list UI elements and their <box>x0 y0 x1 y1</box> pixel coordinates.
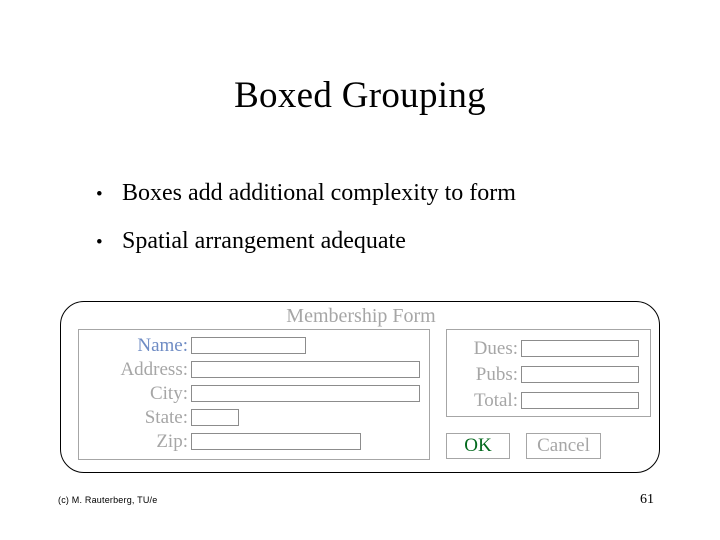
field-row-dues: Dues: <box>447 335 652 361</box>
list-item: • Spatial arrangement adequate <box>96 218 696 266</box>
ok-button[interactable]: OK <box>446 433 510 459</box>
bullet-icon: • <box>96 232 103 253</box>
state-input[interactable] <box>191 409 239 426</box>
field-row-city: City: <box>79 382 431 405</box>
field-row-state: State: <box>79 406 431 429</box>
bullet-list: • Boxes add additional complexity to for… <box>96 170 696 266</box>
list-item-label: Boxes add additional complexity to form <box>122 180 516 206</box>
city-input[interactable] <box>191 385 420 402</box>
bullet-icon: • <box>96 184 103 205</box>
city-label: City: <box>149 383 188 404</box>
zip-label: Zip: <box>156 431 188 452</box>
zip-input[interactable] <box>191 433 361 450</box>
form-caption: Membership Form <box>286 305 436 327</box>
list-item: • Boxes add additional complexity to for… <box>96 170 696 218</box>
state-label: State: <box>144 407 188 428</box>
pubs-input[interactable] <box>521 365 639 383</box>
cancel-button[interactable]: Cancel <box>526 433 601 459</box>
field-row-total: Total: <box>447 387 652 413</box>
address-field-group: Name: Address: City: State: Zip: <box>79 333 431 453</box>
footer-credit: (c) M. Rauterberg, TU/e <box>58 495 158 505</box>
dues-input[interactable] <box>521 339 639 357</box>
payment-field-group: Dues: Pubs: Total: <box>447 335 652 413</box>
right-grouping-box: Dues: Pubs: Total: <box>446 329 651 417</box>
name-label: Name: <box>137 335 188 356</box>
total-label: Total: <box>473 389 518 411</box>
page-number: 61 <box>640 492 654 507</box>
list-item-label: Spatial arrangement adequate <box>122 228 406 254</box>
field-row-name: Name: <box>79 334 431 357</box>
membership-form-container: Membership Form Name: Address: City: Sta… <box>60 301 660 473</box>
address-label: Address: <box>120 359 188 380</box>
field-row-zip: Zip: <box>79 430 431 453</box>
field-row-pubs: Pubs: <box>447 361 652 387</box>
page-title: Boxed Grouping <box>234 75 486 116</box>
total-input[interactable] <box>521 391 639 409</box>
dues-label: Dues: <box>473 337 518 359</box>
name-input[interactable] <box>191 337 306 354</box>
field-row-address: Address: <box>79 358 431 381</box>
pubs-label: Pubs: <box>475 363 518 385</box>
address-input[interactable] <box>191 361 420 378</box>
form-button-bar: OK Cancel <box>446 433 661 459</box>
left-grouping-box: Name: Address: City: State: Zip: <box>78 329 430 460</box>
